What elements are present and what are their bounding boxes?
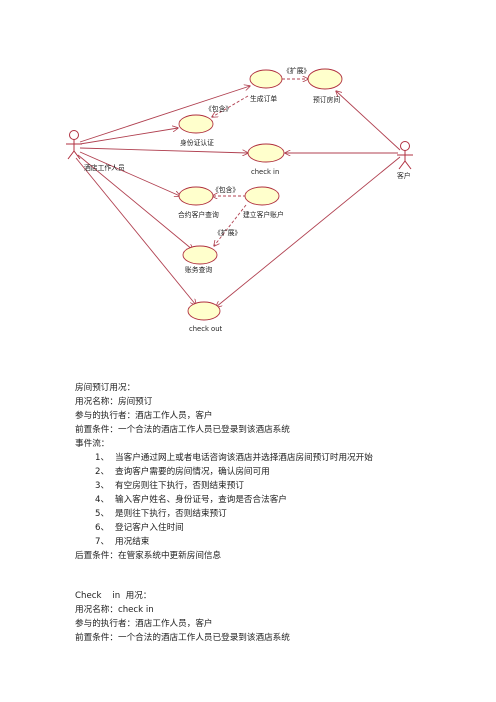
label-check-out: check out [189, 325, 223, 333]
label-check-in: check in [251, 168, 279, 176]
label-generate-order: 生成订单 [250, 94, 277, 103]
assoc-staff-check-in [79, 147, 248, 153]
use-case-check-in[interactable] [247, 143, 285, 163]
label-account-query: 账务查询 [185, 265, 212, 274]
assoc-staff-check-out [75, 157, 196, 305]
section2-actors: 参与的执行者：酒店工作人员，客户 [75, 619, 213, 629]
use-case-generate-order[interactable] [249, 69, 283, 89]
use-case-account-query[interactable] [182, 245, 218, 265]
actor-staff-label: 酒店工作人员 [84, 163, 125, 172]
stereotype-extend-top: 《扩展》 [283, 66, 310, 75]
use-case-book-room[interactable] [307, 68, 343, 90]
actor-staff[interactable] [66, 130, 82, 160]
section2-precondition: 前置条件：一个合法的酒店工作人员已登录到该酒店系统 [75, 633, 290, 643]
label-create-account: 建立客户账户 [243, 210, 284, 219]
use-case-create-account[interactable] [244, 186, 280, 206]
section1-flow-heading: 事件流： [75, 439, 110, 449]
flow-step: 1、当客户通过网上或者电话咨询该酒店并选择酒店房间预订时用况开始 [95, 453, 373, 463]
assoc-staff-account-query [77, 154, 193, 250]
section1-postcondition: 后置条件：在管家系统中更新房间信息 [75, 551, 222, 561]
section2-heading: Check in 用况： [75, 591, 152, 601]
label-id-verify: 身份证认证 [180, 138, 214, 147]
label-contract-query: 合约客户查询 [178, 210, 219, 219]
use-case-check-out[interactable] [187, 301, 221, 321]
assoc-staff-contract-query [79, 151, 180, 196]
assoc-customer-book-room [336, 91, 401, 151]
flow-step: 5、是则往下执行，否则结束预订 [95, 509, 227, 519]
section2-name: 用况名称：check in [75, 605, 154, 615]
use-case-diagram: 酒店工作人员 客户 生成订单 预订房间 身份证认证 check in 合约客户查… [66, 66, 413, 333]
stereotype-include-top: 《包含》 [205, 104, 232, 113]
label-book-room: 预订房间 [313, 95, 340, 104]
assoc-staff-id-verify [79, 128, 178, 145]
actor-customer-label: 客户 [397, 171, 411, 180]
stereotype-extend-mid: 《扩展》 [214, 228, 241, 237]
section1-heading: 房间预订用况： [75, 383, 136, 393]
actor-customer[interactable] [397, 141, 413, 170]
stereotype-include-mid: 《包含》 [212, 185, 239, 194]
include-order-id-verify [212, 95, 249, 117]
flow-step: 2、查询客户需要的房间情况，确认房间可用 [95, 467, 270, 477]
flow-step: 4、输入客户姓名、身份证号，查询是否合法客户 [95, 495, 287, 505]
use-case-contract-query[interactable] [178, 186, 214, 206]
flow-step: 6、登记客户入住时间 [95, 523, 184, 533]
use-case-document: 房间预订用况： 用况名称：房间预订 参与的执行者：酒店工作人员，客户 前置条件：… [75, 381, 373, 645]
section1-name: 用况名称：房间预订 [75, 397, 153, 407]
flow-step: 3、有空房则往下执行，否则结束预订 [95, 481, 244, 491]
flow-step: 7、用况结束 [95, 537, 150, 547]
use-case-id-verify[interactable] [178, 114, 214, 134]
extend-create-account-query [214, 204, 247, 246]
assoc-staff-generate-order [79, 86, 250, 143]
section1-actors: 参与的执行者：酒店工作人员，客户 [75, 411, 213, 421]
section1-precondition: 前置条件：一个合法的酒店工作人员已登录到该酒店系统 [75, 425, 290, 435]
assoc-customer-check-out [216, 156, 401, 307]
